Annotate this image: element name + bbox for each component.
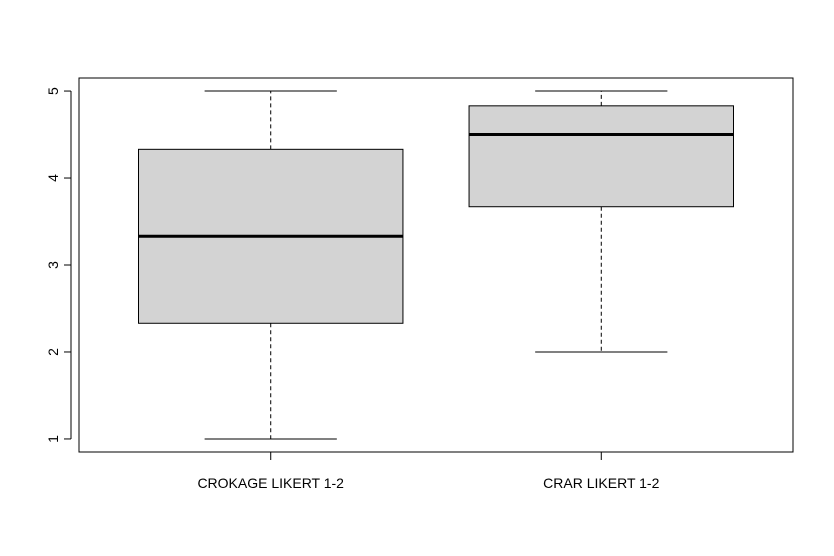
y-tick-label: 5	[45, 87, 61, 95]
y-tick-label: 1	[45, 435, 61, 443]
x-axis: CROKAGE LIKERT 1-2 CRAR LIKERT 1-2	[197, 452, 660, 491]
y-tick-label: 4	[45, 174, 61, 182]
x-tick-label: CRAR LIKERT 1-2	[543, 475, 659, 491]
y-axis: 1 2 3 4 5	[45, 87, 72, 443]
plot-frame	[78, 77, 794, 453]
y-tick-label: 2	[45, 348, 61, 356]
y-tick-label: 3	[45, 261, 61, 269]
box-group	[468, 90, 734, 353]
x-tick-label: CROKAGE LIKERT 1-2	[197, 475, 344, 491]
box-iqr	[468, 105, 734, 208]
box-group	[138, 90, 404, 440]
boxes	[138, 90, 734, 440]
